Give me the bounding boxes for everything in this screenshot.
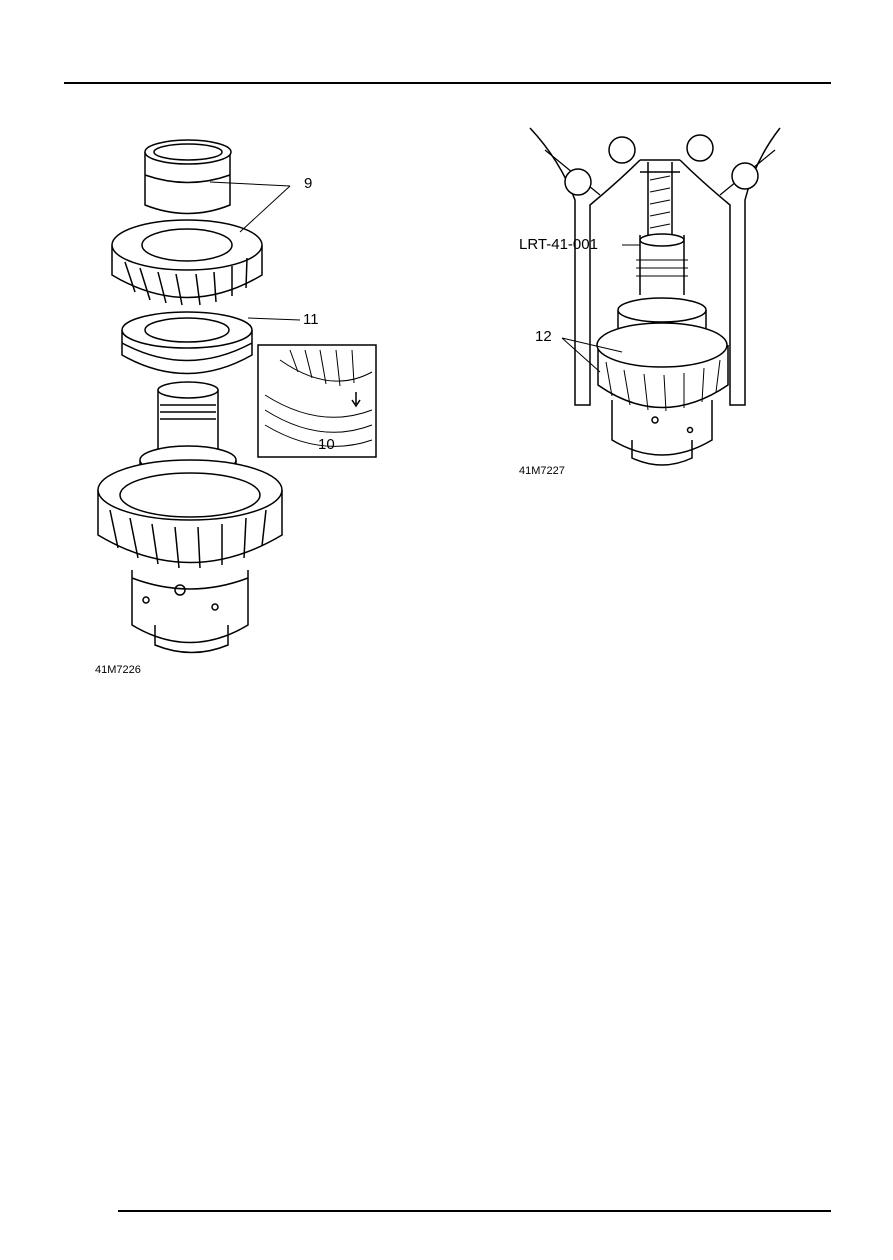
puller-tool: [529, 127, 781, 406]
callout-10: 10: [318, 436, 335, 453]
footer-rule: [118, 1210, 831, 1212]
gear-12: [596, 297, 729, 466]
figure-caption-right: 41M7227: [519, 465, 565, 477]
detail-inset: [257, 344, 377, 458]
callout-11: 11: [303, 311, 319, 328]
callout-tool-number: LRT-41-001: [519, 236, 598, 253]
header-rule: [64, 82, 831, 84]
synchro-ring-11: [121, 311, 253, 375]
left-gear-exploded-diagram: [97, 139, 377, 654]
callout-9: 9: [304, 175, 313, 192]
right-puller-diagram: [529, 127, 781, 466]
figure-caption-left: 41M7226: [95, 664, 141, 676]
bush-part: [144, 139, 232, 215]
gear-9: [111, 219, 263, 306]
shaft-assembly: [97, 381, 283, 654]
callout-12: 12: [535, 328, 552, 345]
